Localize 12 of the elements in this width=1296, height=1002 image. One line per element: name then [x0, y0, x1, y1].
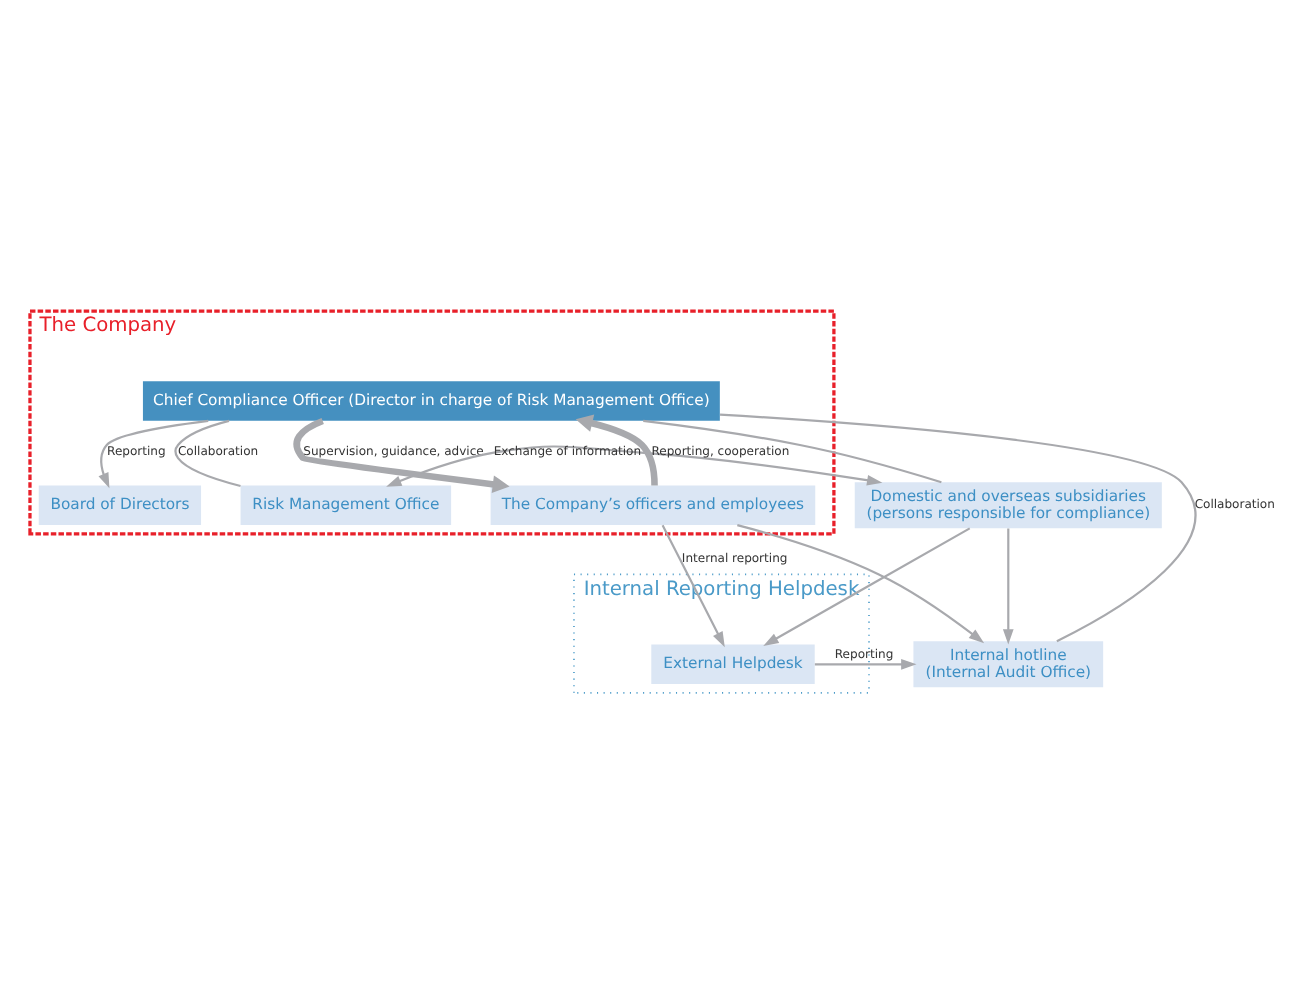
- connector: [720, 412, 1197, 642]
- arrow: [386, 444, 883, 486]
- connector: [174, 418, 241, 487]
- arrow: [814, 657, 917, 669]
- arrow: [98, 418, 209, 488]
- arrow: [293, 416, 510, 493]
- arrow: [763, 526, 971, 645]
- arrow: [737, 523, 985, 643]
- arrow: [575, 413, 658, 485]
- connector: [643, 418, 942, 483]
- arrow: [661, 523, 725, 647]
- arrow: [1002, 527, 1014, 644]
